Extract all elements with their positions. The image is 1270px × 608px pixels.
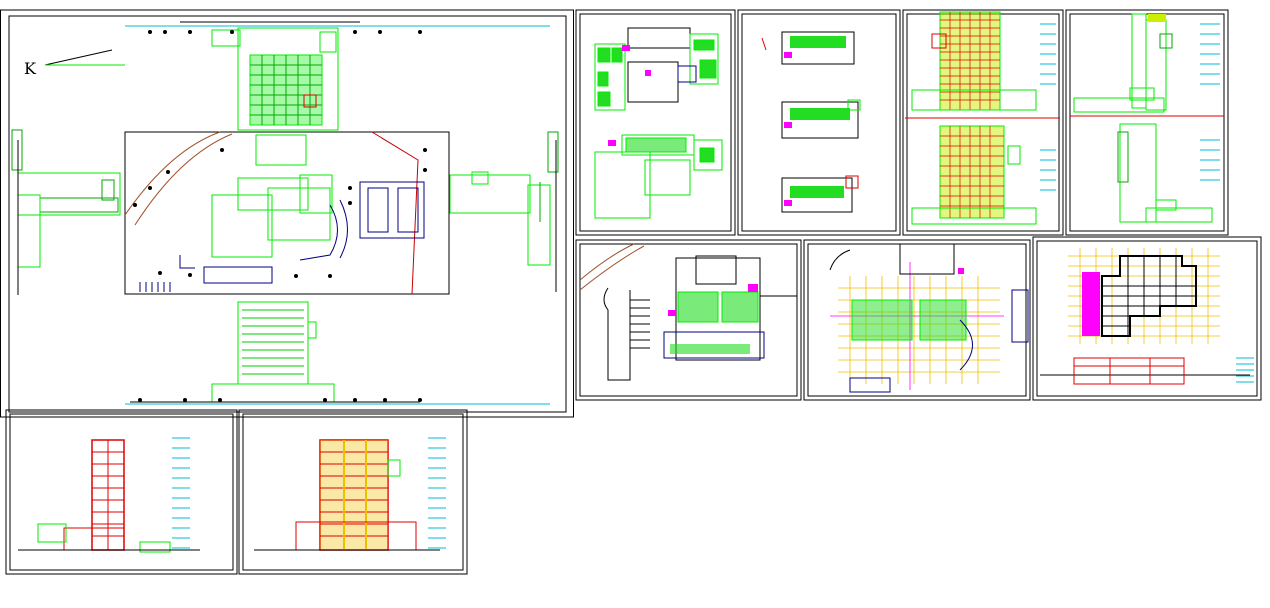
sheet-elevation-1 bbox=[5, 409, 238, 575]
north-arrow-icon: K bbox=[24, 49, 125, 78]
sheet-roof-grid-section bbox=[1032, 236, 1262, 401]
tower-grid-lower bbox=[911, 125, 1037, 225]
right-building bbox=[449, 131, 559, 292]
sheet-floor-plans-a bbox=[575, 9, 736, 236]
sheet-grid-plans bbox=[902, 9, 1064, 236]
building-section bbox=[1040, 357, 1250, 385]
sheet-ground-floor bbox=[575, 239, 802, 401]
outer-frame bbox=[0, 9, 574, 418]
sheet-elevation-2 bbox=[238, 409, 468, 575]
left-building bbox=[11, 129, 121, 295]
sheet-floor-plans-b bbox=[737, 9, 901, 236]
bottom-building bbox=[125, 301, 550, 405]
tower-grid-upper bbox=[905, 11, 1060, 119]
sheet-tower-plans bbox=[1065, 9, 1229, 236]
top-building bbox=[125, 21, 550, 131]
sheet-site-plan: K bbox=[0, 9, 574, 418]
inner-frame bbox=[8, 15, 567, 413]
central-site-plan bbox=[124, 30, 450, 402]
sheet-structural-grid bbox=[803, 239, 1031, 401]
north-label: K bbox=[24, 59, 37, 78]
